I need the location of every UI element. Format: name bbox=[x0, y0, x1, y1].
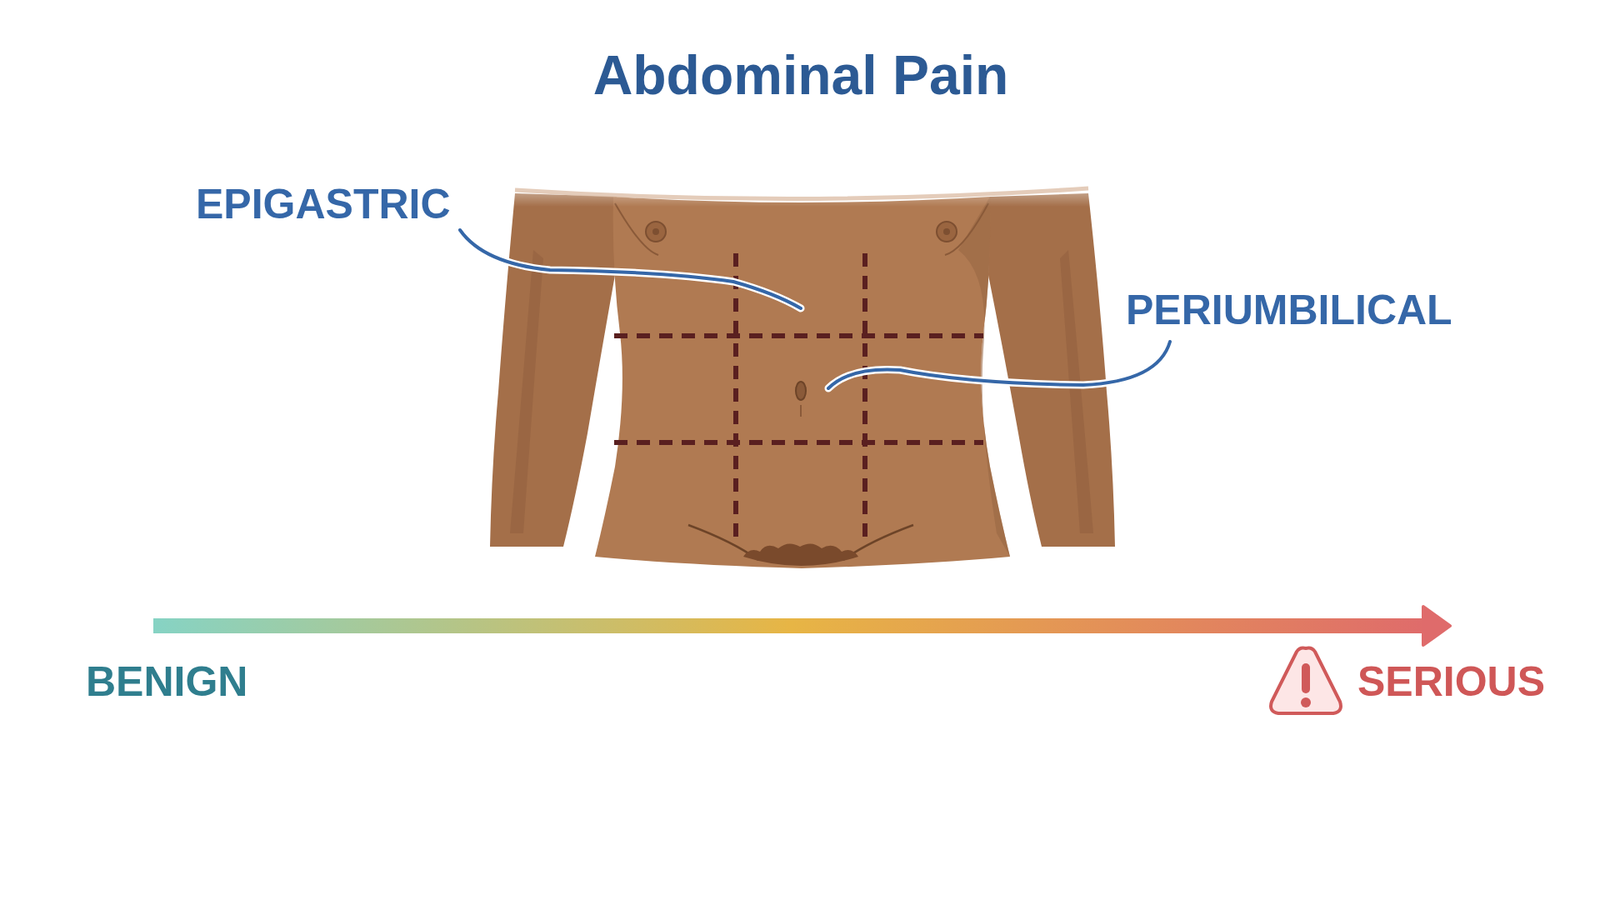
pubic-hair bbox=[743, 543, 859, 566]
left-arm bbox=[490, 193, 617, 547]
navel bbox=[795, 381, 806, 400]
severity-scale bbox=[153, 618, 1429, 634]
region-grid bbox=[614, 253, 984, 544]
leader-line bbox=[828, 341, 1170, 389]
region-label: EPIGASTRIC bbox=[195, 183, 451, 225]
warning-icon bbox=[1270, 648, 1341, 715]
leader-line bbox=[460, 230, 801, 309]
arm-shading bbox=[510, 250, 544, 534]
diagram-title: Abdominal Pain bbox=[593, 47, 1010, 103]
torso bbox=[595, 196, 1010, 569]
right-arm bbox=[988, 193, 1115, 547]
nipple bbox=[645, 221, 666, 242]
scale-end-label: BENIGN bbox=[85, 660, 248, 703]
scale-end-label: SERIOUS bbox=[1357, 660, 1545, 703]
arm-shading bbox=[1060, 250, 1094, 534]
nipple bbox=[936, 221, 957, 242]
region-label: PERIUMBILICAL bbox=[1125, 289, 1453, 331]
arrow-head bbox=[1423, 606, 1450, 645]
